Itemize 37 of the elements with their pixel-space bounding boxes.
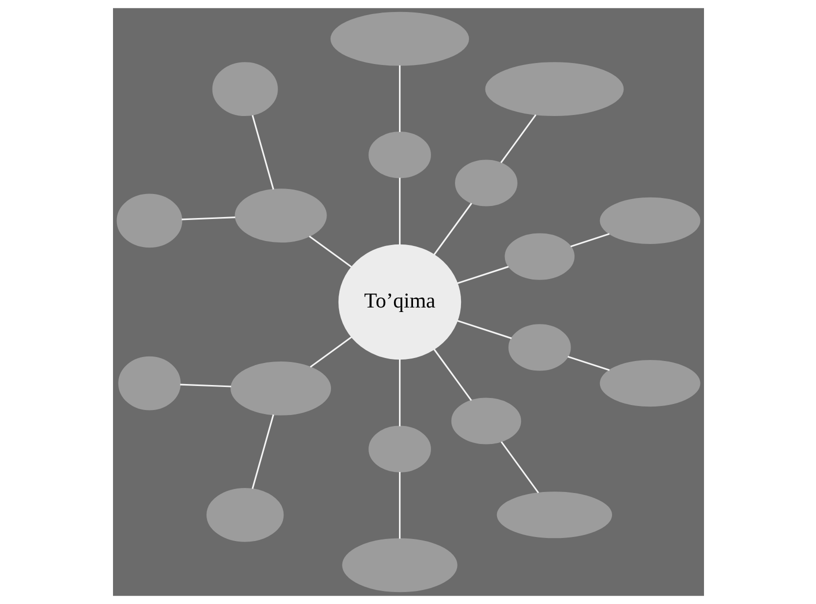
connector	[251, 115, 274, 190]
connector	[433, 202, 472, 256]
connector	[567, 356, 610, 371]
node-ellipse	[508, 324, 570, 371]
connector	[500, 114, 536, 164]
node-circle: To’qima	[338, 244, 461, 360]
connector	[500, 441, 539, 494]
node-ellipse	[599, 197, 700, 244]
connector	[433, 348, 472, 401]
node-ellipse	[116, 194, 182, 248]
node-ellipse	[368, 132, 430, 178]
connector	[398, 65, 400, 132]
connector	[456, 320, 512, 340]
node-ellipse	[342, 538, 457, 592]
connector	[309, 336, 352, 368]
node-ellipse	[118, 356, 180, 410]
node-ellipse	[212, 62, 278, 116]
connector	[181, 216, 235, 220]
node-ellipse	[330, 12, 469, 66]
node-ellipse	[206, 488, 284, 542]
connector	[180, 384, 231, 388]
connector	[398, 472, 400, 539]
node-ellipse	[450, 398, 521, 444]
connector	[398, 359, 400, 426]
node-ellipse	[454, 160, 517, 206]
node-ellipse	[599, 360, 700, 407]
node-ellipse	[230, 361, 331, 416]
node-ellipse	[368, 426, 430, 472]
connector	[251, 414, 274, 489]
connector	[308, 236, 352, 268]
connector	[398, 178, 400, 245]
node-ellipse	[504, 233, 574, 280]
node-ellipse	[234, 188, 326, 243]
node-ellipse	[484, 62, 624, 116]
connector	[456, 266, 508, 284]
connector	[570, 233, 610, 248]
node-ellipse	[496, 492, 612, 538]
